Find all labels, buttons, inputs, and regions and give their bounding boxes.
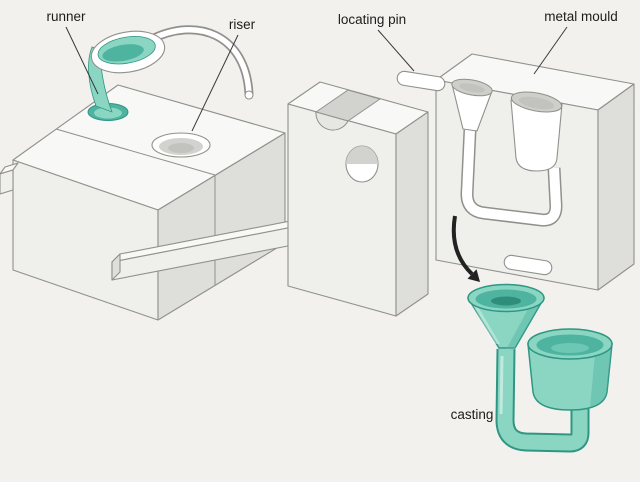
leader-metal-mould: [533, 26, 568, 75]
middle-block-front-face: [287, 103, 397, 317]
leader-riser: [191, 34, 239, 132]
riser-hole: [151, 132, 211, 158]
ladle-molten-metal-deep: [102, 44, 144, 62]
cavity-cup-body: [510, 99, 563, 172]
riser-hole-deep: [168, 143, 194, 153]
side-tab-front: [0, 169, 14, 195]
casting-cup: [527, 328, 613, 411]
locating-pin-lower: [503, 254, 553, 276]
cavity-cup-mouth-deep: [518, 96, 555, 110]
ladle-handle-knob: [244, 90, 254, 100]
middle-mould-block: [287, 81, 429, 317]
left-mould-block: [0, 84, 307, 321]
label-casting: casting: [451, 407, 494, 422]
label-metal-mould: metal mould: [544, 9, 618, 24]
label-runner: runner: [46, 9, 86, 24]
right-block-side-face: [597, 83, 635, 291]
casting-funnel-shade: [507, 298, 544, 348]
pin-seat-shade: [346, 146, 378, 164]
middle-block-side-face: [395, 111, 429, 317]
cavity-runner-channel: [462, 129, 561, 226]
clamp-bar-end-left: [111, 253, 121, 281]
casting-cup-inner-bottom: [551, 343, 589, 353]
leader-locating-pin: [377, 29, 415, 72]
runner-hole-metal: [94, 107, 122, 119]
flow-arrow-line: [451, 215, 474, 276]
locating-pin-upper: [396, 70, 446, 92]
casting-funnel: [467, 283, 545, 349]
casting-funnel-highlight: [470, 300, 500, 344]
label-locating-pin: locating pin: [338, 12, 406, 27]
leader-runner: [65, 26, 99, 95]
labels-layer: runner riser locating pin metal mould ca…: [46, 9, 617, 422]
casting-funnel-throat: [491, 296, 521, 306]
channel-groove-front: [315, 111, 349, 131]
mould-cavity: [451, 78, 563, 227]
flow-arrow: [451, 215, 480, 282]
cavity-funnel-mouth-deep: [459, 83, 485, 93]
ladle-bowl: [90, 30, 166, 74]
locating-pin-lower-group: [503, 254, 553, 276]
casting-part: [467, 283, 613, 453]
casting-runner-highlight: [499, 355, 504, 415]
flow-arrow-head: [467, 269, 480, 282]
label-riser: riser: [229, 17, 256, 32]
casting-runner-tube: [497, 348, 588, 451]
ladle-handle: [147, 27, 252, 97]
parting-line-top: [55, 128, 216, 176]
pin-seat-hole: [345, 145, 379, 183]
casting-cup-shade: [590, 344, 612, 407]
right-mould-block: [435, 53, 635, 291]
pouring-ladle: [90, 25, 254, 100]
casting-cup-body: [527, 343, 613, 411]
locating-pin: [396, 70, 446, 92]
ladle-handle-outline: [145, 25, 254, 99]
